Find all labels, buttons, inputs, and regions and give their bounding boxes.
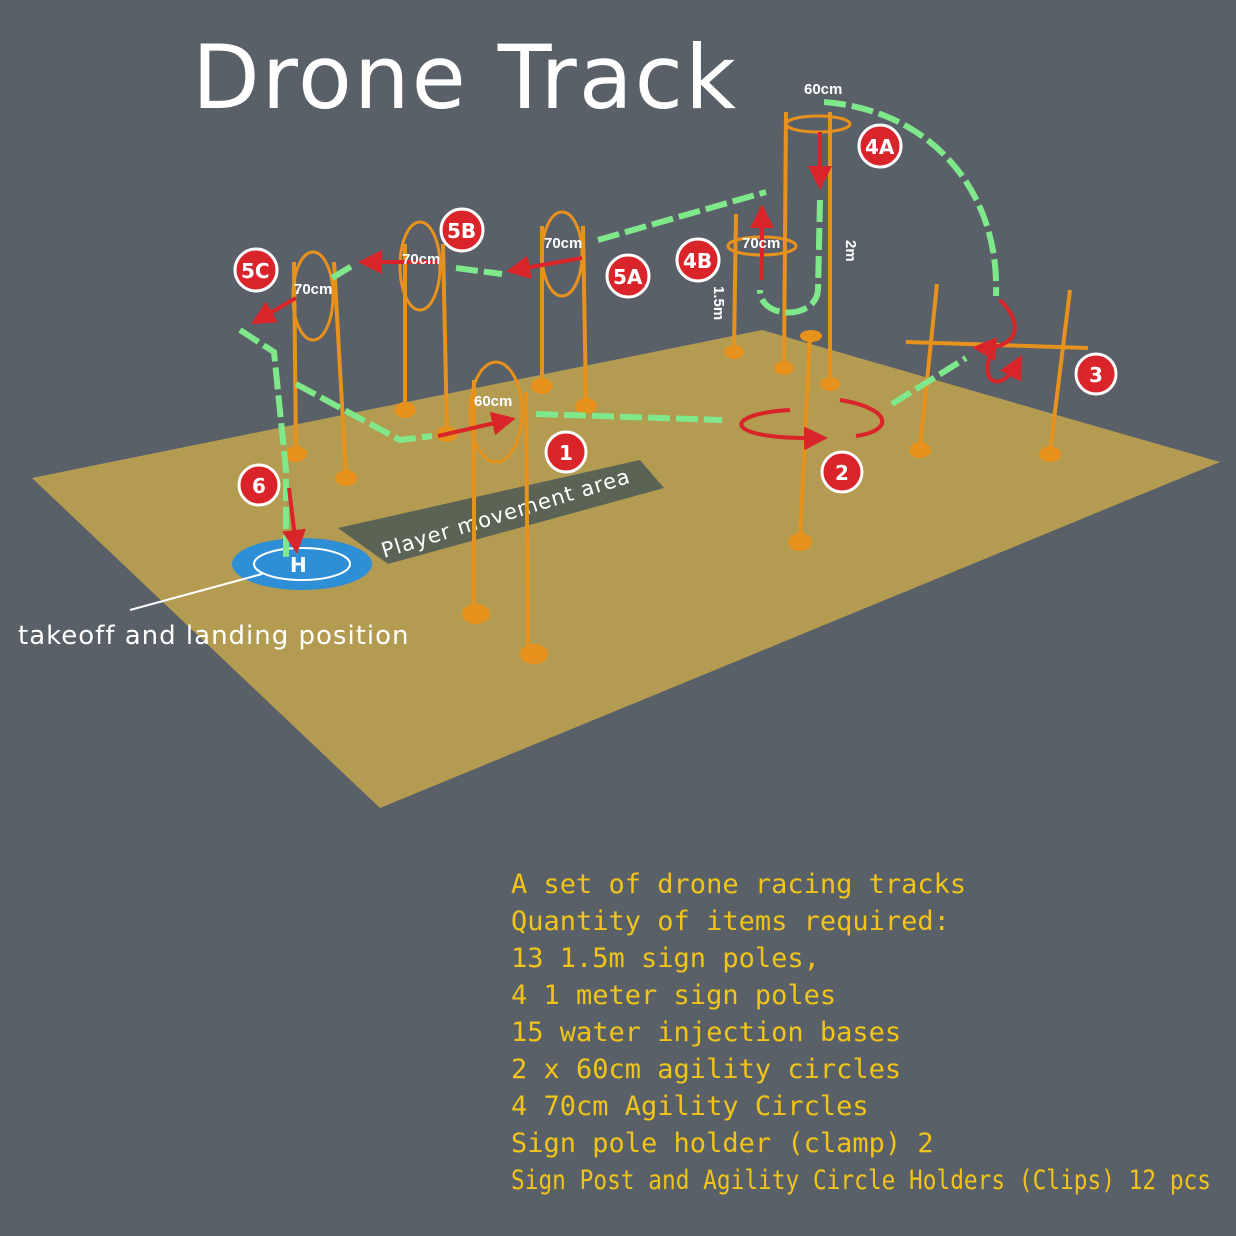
svg-text:2: 2 (835, 461, 849, 485)
badge-1: 1 (544, 430, 588, 474)
info-line: Sign Post and Agility Circle Holders (Cl… (511, 1165, 1211, 1196)
badge-4a: 4A (857, 123, 903, 169)
direction-arrows (251, 132, 1022, 554)
svg-text:6: 6 (252, 474, 266, 498)
badge-5c: 5C (233, 247, 279, 293)
info-line: 4 1 meter sign poles (511, 980, 836, 1011)
svg-text:5A: 5A (613, 265, 643, 289)
info-block: A set of drone racing tracks Quantity of… (511, 869, 1211, 1196)
info-line: A set of drone racing tracks (511, 869, 966, 900)
pole-bases (285, 330, 1061, 664)
takeoff-label: takeoff and landing position (18, 621, 410, 651)
info-line: 2 x 60cm agility circles (511, 1054, 901, 1085)
dim-hoop-1: 60cm (474, 393, 512, 410)
info-line: Quantity of items required: (511, 906, 950, 937)
dim-hoop-5c: 70cm (294, 281, 332, 298)
svg-text:5B: 5B (447, 219, 476, 243)
badge-4b: 4B (675, 237, 721, 283)
helipad: H (232, 538, 372, 590)
dim-top-hoop: 60cm (804, 81, 842, 98)
dim-height-1-5m: 1.5m (710, 286, 727, 320)
info-line: 15 water injection bases (511, 1017, 901, 1048)
takeoff-callout-line (129, 573, 263, 611)
page-title: Drone Track (192, 26, 738, 129)
badge-3: 3 (1074, 352, 1118, 396)
badge-5a: 5A (605, 253, 651, 299)
svg-text:4A: 4A (865, 135, 895, 159)
badge-5b: 5B (439, 207, 485, 253)
info-line: Sign pole holder (clamp) 2 (511, 1128, 934, 1159)
badge-2: 2 (820, 450, 864, 494)
svg-text:5C: 5C (241, 259, 270, 283)
dim-hoop-4b: 70cm (742, 235, 780, 252)
svg-text:4B: 4B (683, 249, 712, 273)
dim-hoop-5a: 70cm (544, 235, 582, 252)
helipad-letter: H (290, 553, 307, 577)
svg-text:3: 3 (1089, 363, 1103, 387)
info-line: 4 70cm Agility Circles (511, 1091, 869, 1122)
dim-height-2m: 2m (842, 240, 859, 262)
flight-path (238, 99, 1000, 560)
badge-6: 6 (237, 463, 281, 507)
ground-plane (32, 330, 1220, 808)
info-line: 13 1.5m sign poles, (511, 943, 820, 974)
dim-hoop-5b: 70cm (402, 251, 440, 268)
player-movement-area (338, 460, 664, 564)
svg-text:1: 1 (559, 441, 573, 465)
